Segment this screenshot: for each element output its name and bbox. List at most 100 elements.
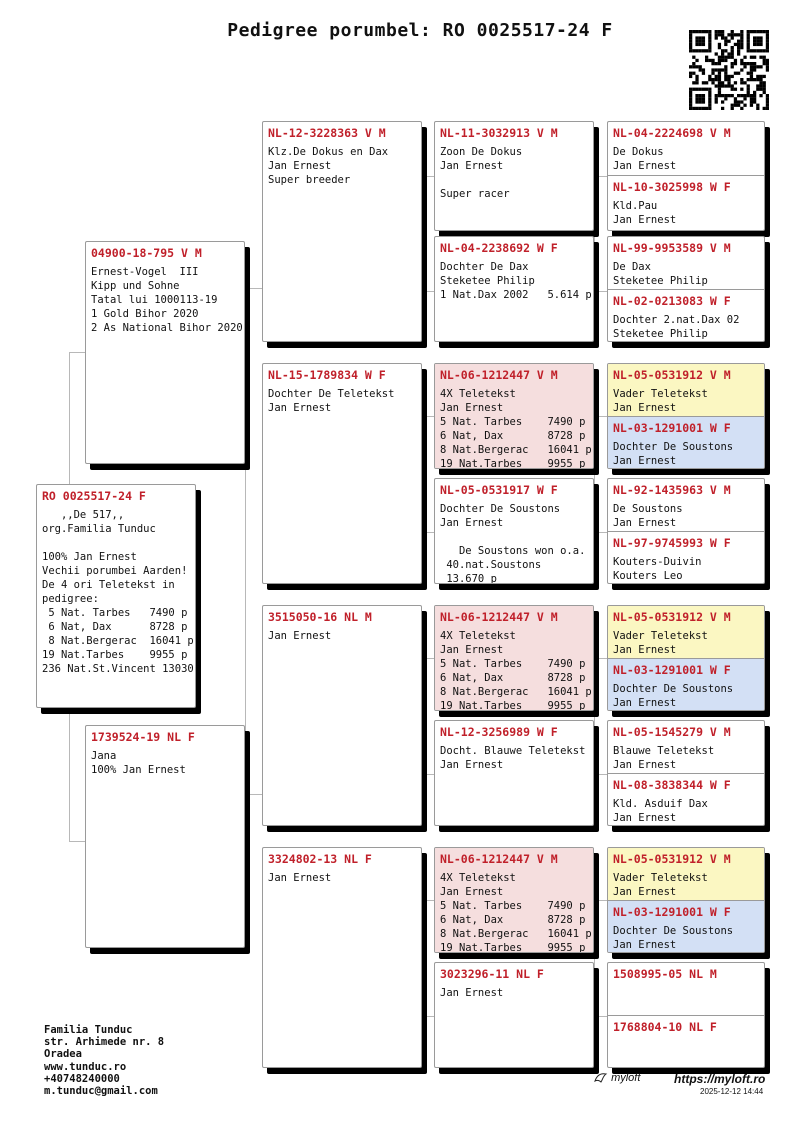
pigeon-info-line: Jan Ernest <box>613 455 677 467</box>
pigeon-info-line: 100% Jan Ernest <box>42 551 137 563</box>
pigeon-info-line: Jan Ernest <box>613 517 677 529</box>
pigeon-info-line: Vader Teletekst <box>613 630 708 642</box>
pigeon-info-line: 5 Nat. Tarbes 7490 p <box>440 416 586 428</box>
tree-connector <box>594 900 608 1017</box>
pigeon-info-line: Kld. Asduif Dax <box>613 798 708 810</box>
pigeon-info-line: 4X Teletekst <box>440 872 516 884</box>
ring-number: RO 0025517-24 F <box>42 489 146 503</box>
pigeon-info-line: 8 Nat.Bergerac 16041 p <box>440 686 592 698</box>
pigeon-info-line <box>42 536 190 550</box>
breeder-contact: Familia Tunduc str. Arhimede nr. 8 Orade… <box>44 1024 164 1097</box>
pigeon-info-line: 236 Nat.St.Vincent 13030 <box>42 663 194 675</box>
pigeon-info-line: De 4 ori Teletekst in <box>42 579 175 591</box>
breeder-email-link[interactable]: m.tunduc@gmail.com <box>44 1085 158 1098</box>
ggg-pair-card[interactable]: 1508995-05 NL M 1768804-10 NL F <box>607 962 765 1068</box>
pigeon-info-line: Kld.Pau <box>613 200 658 212</box>
myloft-url-link[interactable]: https://myloft.ro <box>674 1072 766 1086</box>
ggg-cell: 1768804-10 NL F <box>608 1015 764 1067</box>
pigeon-info-line: Kipp und Sohne <box>91 280 180 292</box>
breeder-city: Oradea <box>44 1048 82 1061</box>
pigeon-info-line: Vader Teletekst <box>613 872 708 884</box>
pigeon-info-line: Jan Ernest <box>613 939 677 951</box>
pigeon-info-line: Jan Ernest <box>268 402 332 414</box>
pigeon-info-line: Jan Ernest <box>613 402 677 414</box>
ring-number: NL-02-0213083 W F <box>613 294 731 308</box>
breeder-website-link[interactable]: www.tunduc.ro <box>44 1060 127 1073</box>
ring-number: NL-15-1789834 W F <box>268 368 386 382</box>
pigeon-info-line: Jan Ernest <box>613 644 677 656</box>
ring-number: NL-04-2238692 W F <box>440 241 558 255</box>
pigeon-info-line: Jan Ernest <box>440 517 504 529</box>
pigeon-info-line: 100% Jan Ernest <box>91 764 186 776</box>
ring-number: NL-05-1545279 V M <box>613 725 731 739</box>
ring-number: NL-10-3025998 W F <box>613 180 731 194</box>
breeder-street: str. Arhimede nr. 8 <box>44 1036 165 1049</box>
myloft-pigeon-logo-icon: myloft <box>594 1072 664 1084</box>
ring-number: NL-12-3228363 V M <box>268 126 386 140</box>
ring-number: NL-04-2224698 V M <box>613 126 731 140</box>
pigeon-info-line: Jan Ernest <box>440 759 504 771</box>
pigeon-info-line: 8 Nat.Bergerac 16041 p <box>42 635 194 647</box>
pigeon-info-line: Steketee Philip <box>613 328 708 340</box>
pigeon-info-line: 19 Nat.Tarbes 9955 p <box>440 942 586 952</box>
pigeon-info-line: Blauwe Teletekst <box>613 745 715 757</box>
pigeon-info-line: 6 Nat, Dax 8728 p <box>440 672 586 684</box>
tree-connector <box>422 416 435 533</box>
tree-connector <box>594 658 608 775</box>
subject-cell: RO 0025517-24 F ,,De 517,,org.Familia Tu… <box>37 485 195 707</box>
ring-number: NL-11-3032913 V M <box>440 126 558 140</box>
subject-card[interactable]: RO 0025517-24 F ,,De 517,,org.Familia Tu… <box>36 484 196 708</box>
breeder-phone[interactable]: +40748240000 <box>44 1072 120 1085</box>
tree-connector <box>594 176 608 292</box>
pigeon-info-line: Dochter De Soustons <box>613 683 734 695</box>
tree-connector <box>422 658 435 775</box>
ring-number: 1508995-05 NL M <box>613 967 717 981</box>
pigeon-info-line: Jan Ernest <box>613 697 677 709</box>
pigeon-info-line: Dochter De Soustons <box>440 503 561 515</box>
pigeon-info-line: Dochter De Dax <box>440 261 529 273</box>
ring-number: NL-92-1435963 V M <box>613 483 731 497</box>
pigeon-info-line: 19 Nat.Tarbes 9955 p <box>440 700 586 710</box>
pigeon-info-line: 19 Nat.Tarbes 9955 p <box>42 649 188 661</box>
print-timestamp: 2025-12-12 14:44 <box>700 1087 764 1096</box>
pigeon-info-line: Kouters-Duivin <box>613 556 702 568</box>
pigeon-info-line: Jana <box>91 750 117 762</box>
pigeon-info-line: 6 Nat, Dax 8728 p <box>440 914 586 926</box>
pigeon-info-line: Zoon De Dokus <box>440 146 523 158</box>
ring-number: NL-12-3256989 W F <box>440 725 558 739</box>
pigeon-info-line: De Soustons won o.a. <box>440 545 586 557</box>
